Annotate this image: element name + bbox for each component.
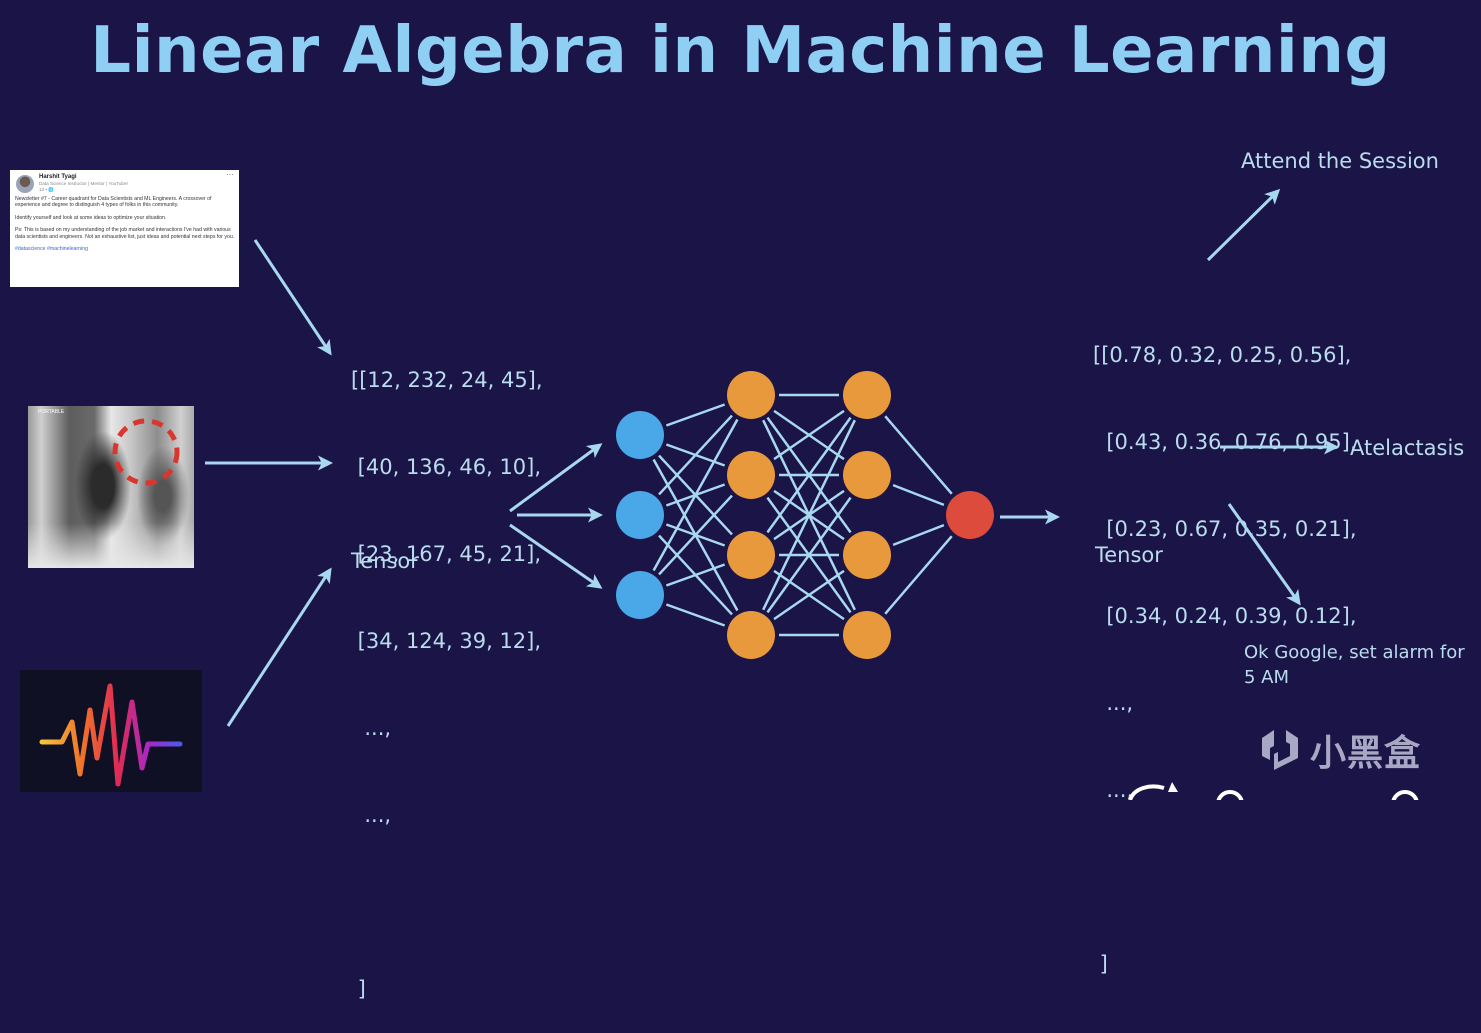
tensor-row: [23, 167, 45, 21], xyxy=(351,542,542,566)
input-social-post: Harshit Tyagi Data Science Instructor | … xyxy=(10,170,239,287)
watermark: 小黑盒 xyxy=(1258,724,1421,776)
xray-highlight-circle xyxy=(112,418,180,486)
avatar xyxy=(16,175,34,193)
tensor-row: [34, 124, 39, 12], xyxy=(351,629,542,653)
node-hidden-1 xyxy=(727,611,775,659)
network-edge xyxy=(665,403,726,427)
watermark-text: 小黑盒 xyxy=(1310,733,1422,774)
input-xray-image: PORTABLE xyxy=(28,406,194,568)
post-paragraph: Newsletter #7 - Career quadrant for Data… xyxy=(15,196,212,209)
tensor-row: ] xyxy=(1093,952,1108,976)
heybox-logo-icon xyxy=(1262,730,1298,770)
tensor-row: [[0.78, 0.32, 0.25, 0.56], xyxy=(1093,343,1352,367)
node-hidden-2 xyxy=(843,611,891,659)
post-time: 1d • 🌐 xyxy=(39,187,54,192)
node-output xyxy=(946,491,994,539)
output-attend-session: Attend the Session xyxy=(1241,149,1439,173)
network-edge xyxy=(762,419,856,611)
network-edge xyxy=(892,483,945,507)
more-icon: ⋯ xyxy=(226,170,234,179)
xray-shading xyxy=(28,523,194,568)
post-author: Harshit Tyagi xyxy=(39,174,77,180)
post-paragraph: Identify yourself and look at some ideas… xyxy=(15,214,167,221)
tensor-row xyxy=(351,888,543,917)
tensor-row: [0.43, 0.36, 0.76, 0.95], xyxy=(1093,430,1357,454)
tensor-row: [0.34, 0.24, 0.39, 0.12], xyxy=(1093,604,1357,628)
network-edges xyxy=(652,393,953,637)
tensor-row: ..., xyxy=(1093,778,1134,802)
network-edge xyxy=(658,494,733,576)
arrow-audio-to-tensor xyxy=(226,567,332,727)
input-tensor-label: Tensor xyxy=(351,549,419,573)
arrow-to-attend xyxy=(1206,188,1281,262)
network-nodes xyxy=(616,371,994,659)
waveform-icon xyxy=(39,683,183,787)
network-edge xyxy=(665,563,726,587)
arrow-post-to-tensor xyxy=(253,239,332,356)
arrow-tensor-to-input-1 xyxy=(509,443,603,513)
node-input xyxy=(616,411,664,459)
page-title: Linear Algebra in Machine Learning xyxy=(90,14,1391,88)
tensor-row: [40, 136, 46, 10], xyxy=(351,455,542,479)
tensor-row: [0.23, 0.67, 0.35, 0.21], xyxy=(1093,517,1357,541)
arrow-tensor-to-input-3 xyxy=(509,523,603,589)
node-hidden-2 xyxy=(843,371,891,419)
input-audio xyxy=(20,670,202,792)
partial-logo-icon xyxy=(1128,782,1419,800)
diagram-canvas xyxy=(205,188,1339,727)
post-tags: #datascience #machinelearning xyxy=(15,246,88,253)
network-edge xyxy=(665,603,726,627)
flow-arrows xyxy=(205,188,1339,727)
node-hidden-1 xyxy=(727,371,775,419)
post-paragraph: Ps: This is based on my understanding of… xyxy=(15,227,235,240)
node-input xyxy=(616,491,664,539)
network-edge xyxy=(884,535,953,615)
network-edge xyxy=(766,416,852,534)
network-edge xyxy=(773,409,845,461)
tensor-row: [[12, 232, 24, 45], xyxy=(351,368,543,392)
network-edge xyxy=(658,414,733,496)
tensor-row: ..., xyxy=(351,716,392,740)
tensor-row: ..., xyxy=(351,803,392,827)
network-edge xyxy=(766,496,852,614)
node-hidden-2 xyxy=(843,531,891,579)
tensor-row xyxy=(1093,863,1357,892)
output-tensor-label: Tensor xyxy=(1095,543,1163,567)
node-input xyxy=(616,571,664,619)
tensor-row: ..., xyxy=(1093,691,1134,715)
network-edge xyxy=(773,569,845,621)
xray-label: PORTABLE xyxy=(38,409,65,415)
output-diagnosis: Atelactasis xyxy=(1350,436,1465,460)
tensor-row: ] xyxy=(351,977,366,1001)
post-body: Newsletter #7 - Career quadrant for Data… xyxy=(15,196,235,258)
network-edge xyxy=(884,415,953,495)
network-edge xyxy=(892,523,945,547)
node-hidden-2 xyxy=(843,451,891,499)
post-headline: Data Science Instructor | Mentor | YouTu… xyxy=(39,181,129,186)
output-voice-command: Ok Google, set alarm for 5 AM xyxy=(1244,642,1465,688)
node-hidden-1 xyxy=(727,531,775,579)
arrow-to-voice xyxy=(1227,503,1301,606)
node-hidden-1 xyxy=(727,451,775,499)
network-edge xyxy=(652,418,739,572)
